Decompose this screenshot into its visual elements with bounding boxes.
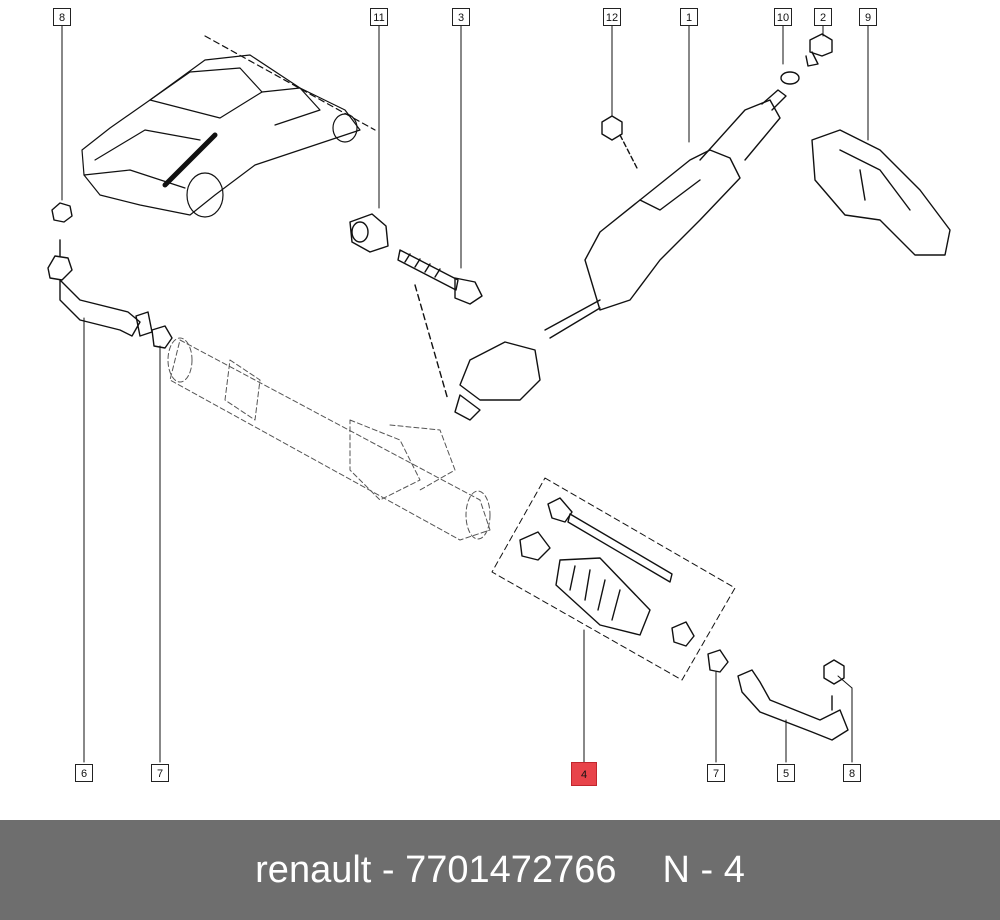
steering-rack-ghost xyxy=(167,337,491,541)
bolt-3 xyxy=(397,249,483,401)
callout-8-left[interactable]: 8 xyxy=(53,8,71,26)
leader-lines xyxy=(61,25,869,763)
callout-9[interactable]: 9 xyxy=(859,8,877,26)
callout-7-right[interactable]: 7 xyxy=(707,764,725,782)
nut-8-left xyxy=(51,202,73,223)
washer-10 xyxy=(780,71,800,85)
car-location-sketch xyxy=(81,35,376,218)
brand-separator: - xyxy=(381,848,395,891)
callout-1[interactable]: 1 xyxy=(680,8,698,26)
part-footer-bar: renault - 7701472766 N - 4 xyxy=(0,820,1000,920)
callout-2[interactable]: 2 xyxy=(814,8,832,26)
locknut-7-right xyxy=(707,649,729,673)
tie-rod-end-right xyxy=(737,669,849,741)
callout-11[interactable]: 11 xyxy=(370,8,388,26)
steering-column-1 xyxy=(454,89,787,421)
callout-7-left[interactable]: 7 xyxy=(151,764,169,782)
brand-name: renault xyxy=(255,848,372,891)
bush-11 xyxy=(349,213,389,253)
callout-8-right[interactable]: 8 xyxy=(843,764,861,782)
callout-4-highlighted[interactable]: 4 xyxy=(571,762,597,786)
callout-5[interactable]: 5 xyxy=(777,764,795,782)
nut-8-right xyxy=(823,659,845,685)
kit-4-box xyxy=(491,477,736,681)
nut-12 xyxy=(601,115,623,141)
callout-10[interactable]: 10 xyxy=(774,8,792,26)
callout-12[interactable]: 12 xyxy=(603,8,621,26)
locknut-7-left xyxy=(151,325,173,349)
bracket-9 xyxy=(811,129,951,256)
bolt-2 xyxy=(805,33,833,67)
callout-6[interactable]: 6 xyxy=(75,764,93,782)
part-number: 7701472766 xyxy=(405,848,617,891)
position-label: N - 4 xyxy=(662,848,745,891)
tie-rod-end-left xyxy=(47,239,153,337)
callout-3[interactable]: 3 xyxy=(452,8,470,26)
steering-assembly-diagram xyxy=(47,25,951,763)
